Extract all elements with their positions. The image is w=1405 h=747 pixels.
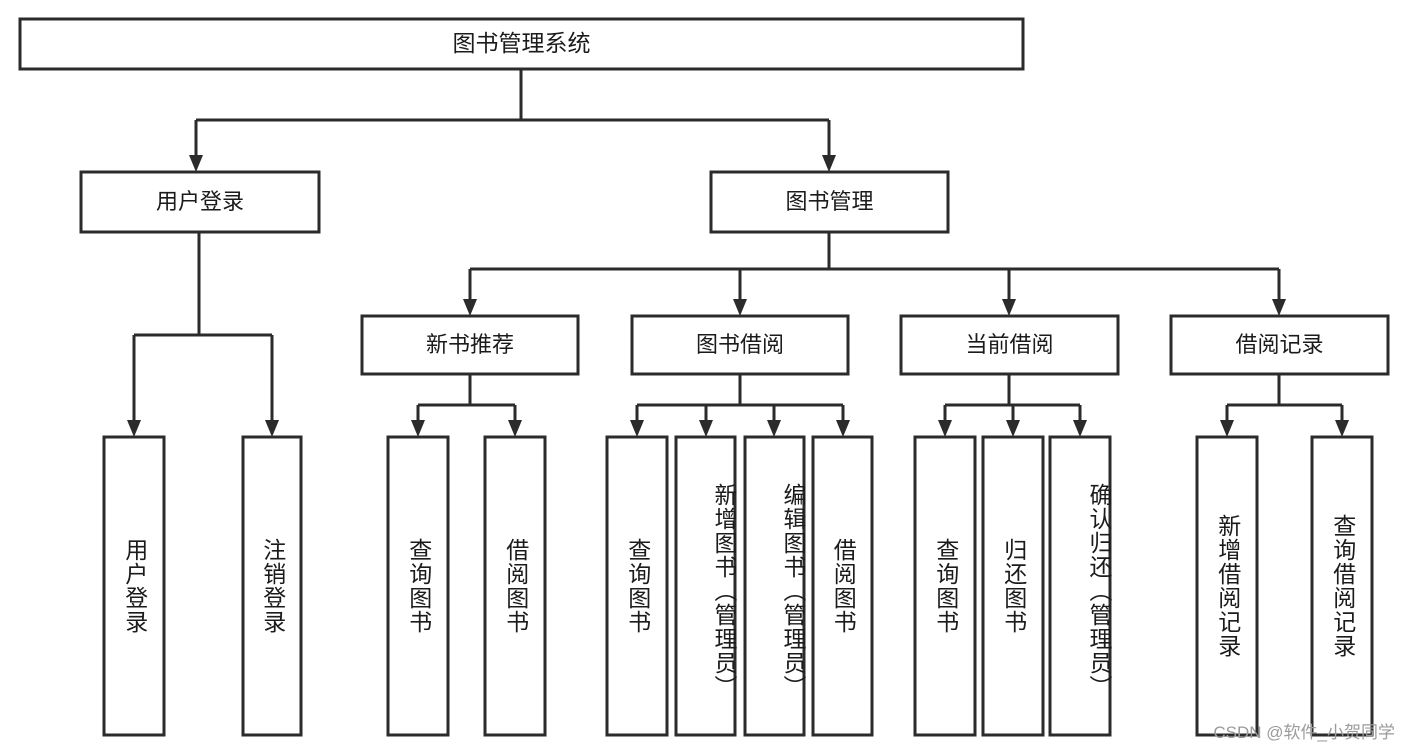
node-leaf-query-borrow-record-box[interactable] <box>1310 435 1374 737</box>
node-new-book-recommend-box[interactable] <box>360 314 580 376</box>
node-leaf-add-book-box[interactable] <box>674 435 737 737</box>
node-leaf-add-borrow-record-box[interactable] <box>1195 435 1259 737</box>
node-current-borrow-box[interactable] <box>899 314 1120 376</box>
node-borrow-record-label: 借阅记录 <box>1235 332 1323 357</box>
arrow-leaf-edit-book <box>767 420 781 437</box>
arrow-new-book-recommend <box>463 299 477 316</box>
node-current-borrow-label: 当前借阅 <box>965 332 1053 357</box>
node-borrow-record-box[interactable] <box>1169 314 1390 376</box>
arrow-leaf-query-book-cur <box>938 420 952 437</box>
arrow-current-borrow <box>1002 299 1016 316</box>
arrow-book-manage <box>822 155 836 172</box>
node-user-login-label: 用户登录 <box>156 189 244 214</box>
node-leaf-user-logout-box[interactable] <box>241 435 303 737</box>
root-node-label: 图书管理系统 <box>453 30 591 56</box>
node-leaf-user-login-box[interactable] <box>102 435 166 737</box>
arrow-leaf-user-login <box>127 420 141 437</box>
node-new-book-recommend-label: 新书推荐 <box>426 332 514 357</box>
arrow-leaf-query-borrow-record <box>1335 420 1349 437</box>
arrow-head-layer <box>127 155 1349 437</box>
arrow-leaf-query-book-rec <box>411 420 425 437</box>
arrow-user-login <box>189 155 203 172</box>
arrow-borrow-record <box>1272 299 1286 316</box>
arrow-leaf-add-borrow-record <box>1220 420 1234 437</box>
node-leaf-borrow-book-box[interactable] <box>811 435 874 737</box>
node-user-login-box[interactable] <box>79 170 321 234</box>
arrow-leaf-confirm-return <box>1073 420 1087 437</box>
connector-layer <box>132 69 1344 430</box>
node-leaf-query-book-rec-box[interactable] <box>386 435 450 737</box>
arrow-leaf-add-book <box>699 420 713 437</box>
node-leaf-confirm-return-box[interactable] <box>1048 435 1112 737</box>
node-leaf-borrow-book-rec-box[interactable] <box>483 435 547 737</box>
node-leaf-query-book-borrow-box[interactable] <box>605 435 669 737</box>
root-node-box[interactable] <box>18 17 1025 71</box>
arrow-leaf-user-logout <box>265 420 279 437</box>
node-leaf-return-book-box[interactable] <box>981 435 1045 737</box>
node-book-borrow-box[interactable] <box>630 314 850 376</box>
arrow-leaf-return-book <box>1006 420 1020 437</box>
node-leaf-edit-book-box[interactable] <box>743 435 806 737</box>
node-book-manage-box[interactable] <box>709 170 950 234</box>
watermark-text: CSDN @软件_小贺同学 <box>1213 723 1395 742</box>
arrow-book-borrow <box>733 299 747 316</box>
arrow-leaf-query-book-borrow <box>630 420 644 437</box>
node-leaf-query-book-cur-box[interactable] <box>913 435 977 737</box>
arrow-leaf-borrow-book <box>836 420 850 437</box>
arrow-leaf-borrow-book-rec <box>508 420 522 437</box>
node-book-manage-label: 图书管理 <box>785 189 873 214</box>
node-book-borrow-label: 图书借阅 <box>696 332 784 357</box>
